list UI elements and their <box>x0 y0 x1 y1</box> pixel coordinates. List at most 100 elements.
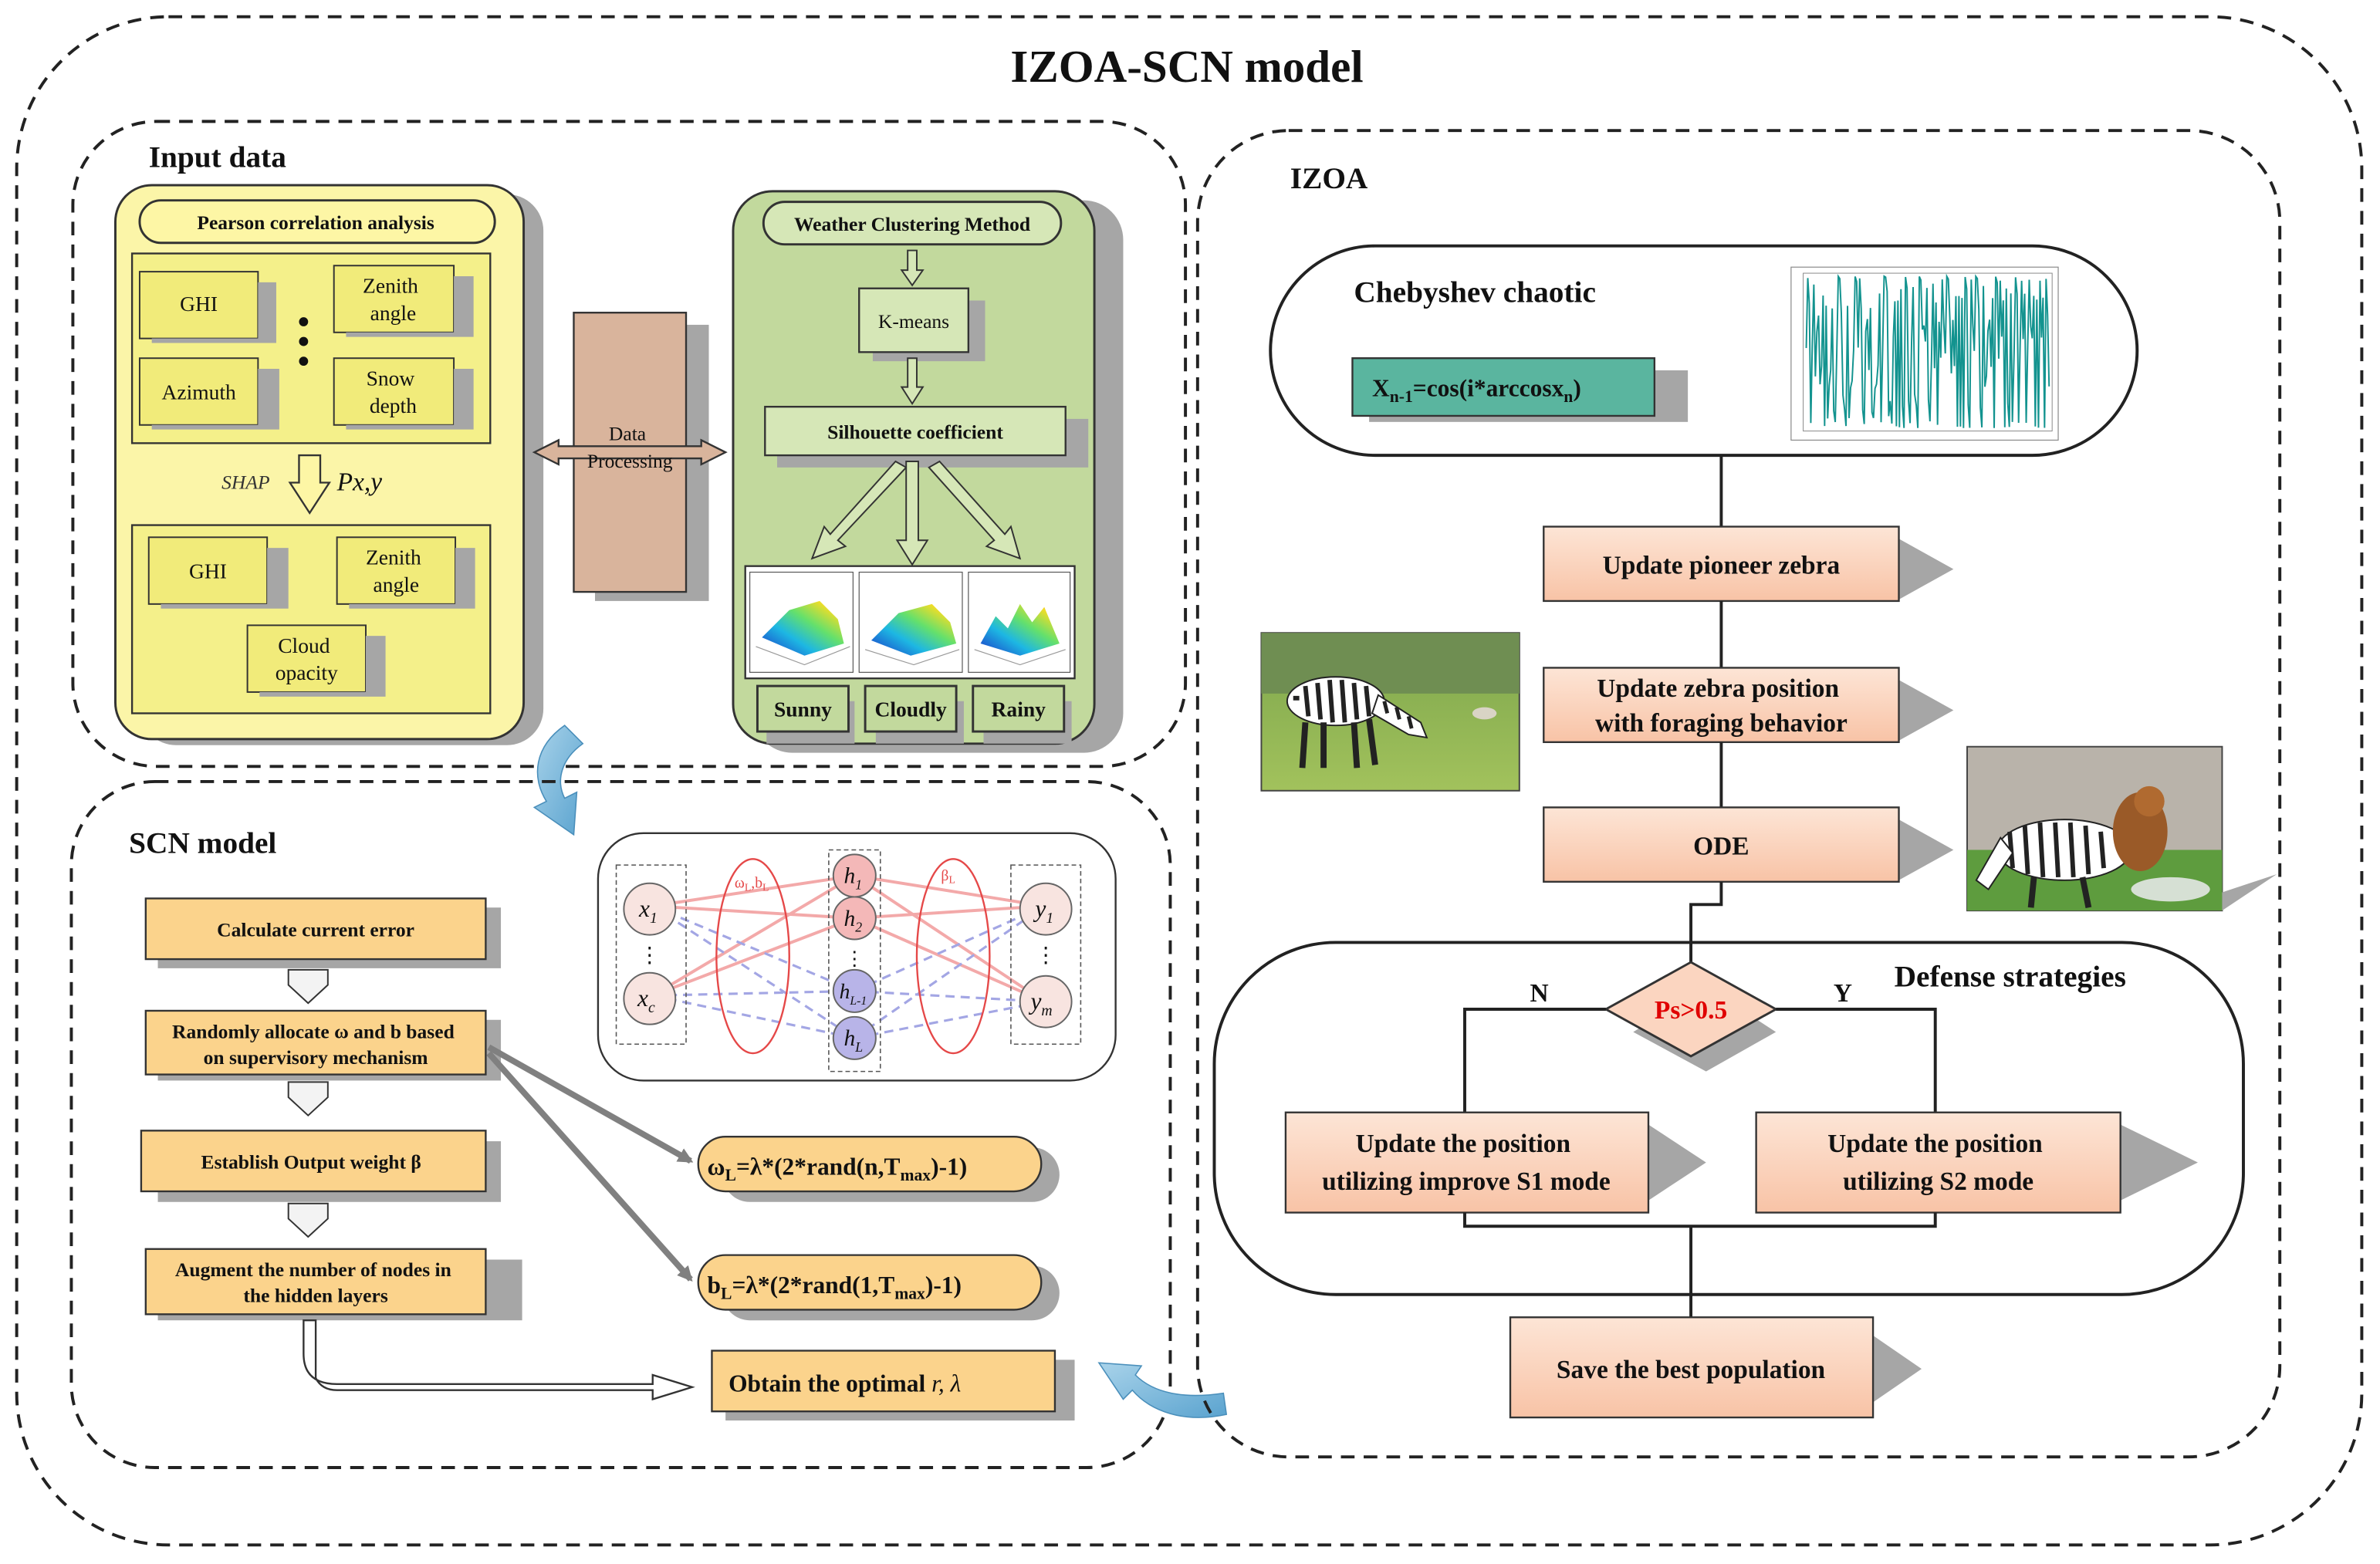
b-formula: bL=λ*(2*rand(1,Tmax)-1) <box>708 1272 962 1303</box>
scn-step-calc-error-label: Calculate current error <box>217 919 414 941</box>
pearson-label: Pearson correlation analysis <box>197 211 434 234</box>
scn-step-random-allocate: Randomly allocate ω and b based on super… <box>144 1009 502 1081</box>
selected-cloud-line1: Cloud <box>278 633 330 657</box>
input-layer-frame <box>615 864 687 1045</box>
step-foraging-label: Update zebra position with foraging beha… <box>1595 674 1848 738</box>
selected-ghi: GHI <box>147 536 289 609</box>
decision-ps-label: Ps>0.5 <box>1655 996 1727 1025</box>
hidden-node-hl-label: hL <box>844 1026 864 1055</box>
hidden-dots: ⋮ <box>845 948 865 970</box>
scn-arrow-3 <box>287 1202 329 1238</box>
pearson-label-pill <box>138 199 496 245</box>
step-save-best: Save the best population <box>1509 1316 1922 1419</box>
silhouette-label: Silhouette coefficient <box>827 421 1003 443</box>
obtain-optimal-label: Obtain the optimal r, λ <box>729 1370 961 1397</box>
scn-step-calc-error: Calculate current error <box>144 897 502 968</box>
feature-snow-depth: Snow depth <box>333 357 474 430</box>
hidden-node-hl-1-label: hL-1 <box>840 979 867 1008</box>
chaotic-sequence-line <box>1805 273 2050 428</box>
feature-snow-label: Snow depth <box>367 367 421 417</box>
output-node-ym: ym <box>1019 975 1073 1029</box>
arrow-weather-kmeans <box>900 249 925 287</box>
arrow-kmeans-silhouette <box>900 357 925 406</box>
hidden-node-h2: h2 <box>832 896 877 941</box>
hidden-layer-frame <box>828 849 881 1073</box>
selected-cloud-opacity: Cloud opacity <box>246 624 386 697</box>
kmeans-box <box>858 287 970 353</box>
decision-ps: Ps>0.5 <box>1603 961 1779 1072</box>
hidden-node-h1-label: h1 <box>844 864 863 893</box>
selected-cloud-line2: opacity <box>276 660 338 684</box>
step-foraging-line2: with foraging behavior <box>1595 709 1848 738</box>
omega-lhs-sub: L <box>725 1166 736 1184</box>
cluster-cloudly: Cloudly <box>864 684 964 744</box>
omega-formula: ωL=λ*(2*rand(n,Tmax)-1) <box>708 1153 968 1184</box>
feature-azimuth: Azimuth <box>138 357 279 430</box>
data-processing-line2: Processing <box>587 450 673 472</box>
step-update-pioneer-label: Update pioneer zebra <box>1603 552 1841 580</box>
scn-step-augment-line2: the hidden layers <box>243 1285 387 1307</box>
scn-heading: SCN model <box>129 826 276 860</box>
flow-line-yes <box>1776 1008 1937 1113</box>
input-dots: ⋮ <box>639 943 661 967</box>
izoa-region <box>1195 129 2282 1459</box>
input-node-x1-label: x1 <box>638 895 658 927</box>
pxy-label: Px,y <box>336 468 383 496</box>
zebra-grazing-photo <box>1260 632 1520 792</box>
beta-ellipse <box>915 858 991 1055</box>
step-s2-line1: Update the position <box>1827 1130 2043 1158</box>
data-processing-line1: Data <box>609 422 646 444</box>
omega-formula-pill: ωL=λ*(2*rand(n,Tmax)-1) <box>697 1136 1060 1202</box>
silhouette-box <box>764 405 1067 457</box>
cluster-chart-rainy <box>968 571 1071 673</box>
output-node-y1: y1 <box>1019 882 1073 936</box>
omega-sub: max <box>900 1166 931 1184</box>
decision-no-label: N <box>1530 979 1549 1008</box>
weather-label-pill <box>762 201 1063 246</box>
feature-zenith-line1: Zenith <box>363 274 418 298</box>
output-layer-frame <box>1010 864 1082 1045</box>
selected-zenith-line2: angle <box>374 573 420 596</box>
obtain-optimal-prefix: Obtain the optimal <box>729 1370 931 1397</box>
step-s1-line1: Update the position <box>1356 1130 1571 1158</box>
hidden-node-hl-1: hL-1 <box>832 968 877 1013</box>
output-dots: ⋮ <box>1035 943 1056 967</box>
scn-step-augment-line1: Augment the number of nodes in <box>175 1258 451 1281</box>
fan-arrow-left <box>810 460 908 560</box>
zebra-defense-photo <box>1966 745 2277 912</box>
fan-arrow-middle <box>895 460 929 566</box>
step-update-pioneer: Update pioneer zebra <box>1543 525 1954 603</box>
scn-step-augment-label: Augment the number of nodes in the hidde… <box>175 1258 456 1306</box>
omega-lhs: ω <box>708 1153 725 1180</box>
omega-b-ellipse-label: ωL,bL <box>735 875 769 893</box>
scn-step-random-line2: on supervisory mechanism <box>204 1046 428 1069</box>
chaotic-sequence-chart <box>1790 266 2059 441</box>
step-foraging-line1: Update zebra position <box>1597 674 1839 703</box>
fan-arrow-right <box>928 460 1022 560</box>
step-s2-mode: Update the position utilizing S2 mode <box>1755 1111 2198 1214</box>
step-save-best-label: Save the best population <box>1557 1356 1826 1384</box>
cluster-sunny-label: Sunny <box>774 697 832 721</box>
arrow-random-to-omega <box>487 1044 694 1164</box>
flow-line-merge <box>1463 1212 1937 1318</box>
chebyshev-formula: Xn-1=cos(i*arccosxn) <box>1372 374 1581 406</box>
flow-line-ode-decision <box>1689 881 1723 963</box>
feature-ellipsis <box>299 317 309 367</box>
hidden-node-h1: h1 <box>832 853 877 898</box>
cluster-chart-cloudly <box>858 571 963 673</box>
step-s1-mode: Update the position utilizing improve S1… <box>1284 1111 1706 1214</box>
input-data-heading: Input data <box>149 140 286 174</box>
feature-ghi-label: GHI <box>180 292 218 316</box>
cluster-rainy-label: Rainy <box>992 697 1046 721</box>
feature-snow-line2: depth <box>370 394 417 417</box>
defense-region <box>1212 941 2245 1296</box>
scn-step-output-weight: Establish Output weight β <box>140 1130 502 1202</box>
feature-zenith-line2: angle <box>370 301 417 325</box>
arrow-augment-to-optimal <box>303 1319 695 1401</box>
feature-zenith-angle: Zenith angle <box>333 265 474 337</box>
cluster-cloudly-label: Cloudly <box>874 697 947 721</box>
output-node-y1-label: y1 <box>1033 895 1053 927</box>
feature-zenith-label: Zenith angle <box>363 274 424 325</box>
